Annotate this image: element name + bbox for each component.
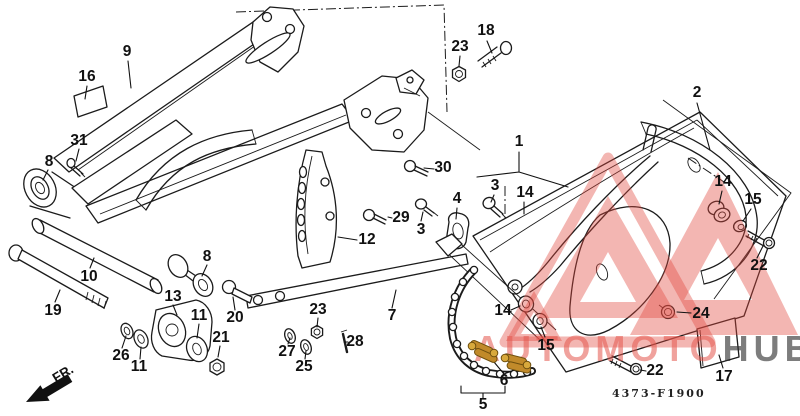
gold-master-links: [467, 339, 532, 374]
part-callout-12: 12: [358, 231, 376, 248]
leader-lines: [42, 40, 764, 399]
part-callout-9: 9: [122, 43, 132, 60]
chain-case: [435, 111, 787, 376]
part-callout-13: 13: [164, 288, 182, 305]
part-callout-16: 16: [78, 68, 96, 85]
part-callout-31: 31: [70, 132, 88, 149]
part-callout-11: 11: [190, 307, 208, 324]
part-callout-14: 14: [516, 184, 534, 201]
part-callout-10: 10: [80, 268, 98, 285]
part-callout-27: 27: [278, 343, 296, 360]
part-callout-15: 15: [744, 191, 762, 208]
part-callout-26: 26: [112, 347, 130, 364]
part-callout-3: 3: [416, 221, 426, 238]
part-callout-22: 22: [750, 257, 768, 274]
part-callout-11: 11: [130, 358, 148, 375]
part-callout-14: 14: [714, 173, 732, 190]
bolt-31: [66, 157, 86, 178]
part-callout-23: 23: [451, 38, 469, 55]
pivot-bolt: [8, 244, 109, 310]
part-callout-8: 8: [202, 248, 212, 265]
small-fasteners-mid: [221, 279, 349, 355]
part-callout-24: 24: [692, 305, 710, 322]
part-callout-2: 2: [692, 84, 702, 101]
chain-guard: [640, 99, 792, 300]
part-callout-22: 22: [646, 362, 664, 379]
top-fasteners: [362, 40, 532, 250]
part-callout-25: 25: [295, 358, 313, 375]
swingarm: [23, 6, 481, 297]
torque-arm: [245, 253, 469, 309]
part-callout-29: 29: [392, 209, 410, 226]
chain-adjuster: [120, 299, 225, 376]
part-callout-5: 5: [478, 396, 488, 413]
part-callout-4: 4: [452, 190, 462, 207]
part-callout-3: 3: [490, 177, 500, 194]
part-callout-15: 15: [537, 337, 555, 354]
part-callout-1: 1: [514, 133, 524, 150]
part-callout-17: 17: [715, 368, 733, 385]
part-callout-28: 28: [346, 333, 364, 350]
label-sticker: [73, 85, 108, 118]
part-callout-19: 19: [44, 302, 62, 319]
part-callout-18: 18: [477, 22, 495, 39]
part-callout-21: 21: [212, 329, 230, 346]
fr-direction-arrow: [26, 374, 73, 402]
watermark-brand-secondary: HUB: [722, 328, 800, 369]
diagram-code: 4373-F1900: [612, 387, 706, 400]
pivot-rod: [31, 217, 163, 295]
part-callout-14: 14: [494, 302, 512, 319]
drive-chain: [447, 265, 536, 379]
part-callout-20: 20: [226, 309, 244, 326]
part-callout-23: 23: [309, 301, 327, 318]
watermark-triangles: [499, 152, 798, 348]
part-callout-8: 8: [44, 153, 54, 170]
center-brace: [295, 149, 338, 269]
part-callout-6: 6: [499, 372, 509, 389]
part-callout-7: 7: [387, 307, 397, 324]
part-callout-30: 30: [434, 159, 452, 176]
